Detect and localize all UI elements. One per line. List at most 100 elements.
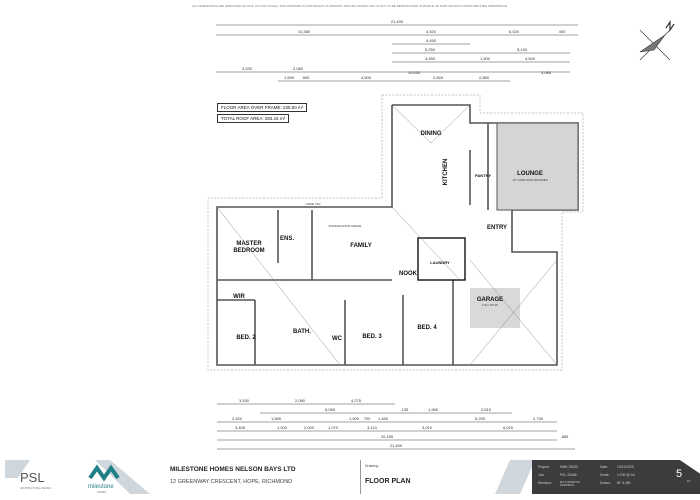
hose-tap-note: HOSE TAP	[306, 202, 321, 206]
project-value: MNB 25030	[560, 465, 578, 469]
dim: 2,880	[479, 75, 490, 80]
north-arrow-icon	[639, 20, 675, 61]
dim: 800	[303, 75, 310, 80]
milestone-logo-sub: HOMES	[97, 491, 107, 494]
floor-area: FLOOR AREA OVER FRAME: 235.50 m²	[217, 103, 308, 112]
date-label: Date:	[600, 465, 609, 469]
roof-area: TOTAL ROOF AREA: 283.15 m²	[217, 114, 290, 123]
job-label: Job:	[538, 473, 545, 477]
psl-logo-sub: ARCHITECTURAL DESIGN	[20, 487, 51, 490]
dim: 1,965	[428, 407, 439, 412]
dim: 135	[402, 407, 409, 412]
lounge-note: 10° GOSLOOR TRUSSES	[512, 178, 548, 182]
dim: 885	[562, 434, 569, 439]
dim: 2,845	[433, 75, 444, 80]
room-bed-4: BED. 4	[417, 325, 437, 331]
bottom-dimension-labels: 3,530 2,080 4,275 6,055 135 1,965 2,610 …	[232, 398, 569, 448]
dim: 5,250	[425, 47, 436, 52]
top-dimensions	[216, 24, 578, 82]
dim: 4,450	[426, 38, 437, 43]
garage-note: 6.6m STUD	[482, 303, 499, 307]
dim: 4,600	[361, 75, 372, 80]
scale-label: Scale:	[600, 473, 610, 477]
room-dining: DINING	[421, 131, 442, 137]
dim: 3,530	[242, 66, 253, 71]
laundry-outline	[417, 237, 466, 281]
dim: 4,540	[525, 56, 536, 61]
dim: 700	[364, 416, 371, 421]
dim: 3,010	[422, 425, 433, 430]
drawn-value: BF & MB	[617, 481, 631, 485]
dim: 1,450	[378, 416, 389, 421]
room-bed-3: BED. 3	[362, 334, 382, 340]
dim: 4,275	[351, 398, 362, 403]
title-block-graphics: PSL ARCHITECTURAL DESIGN milestone HOMES	[5, 460, 535, 494]
dim: 1,590	[284, 75, 295, 80]
dim: 6,020	[503, 425, 514, 430]
dim: 1,000	[349, 416, 360, 421]
room-wir: WIR	[233, 294, 245, 300]
room-family: FAMILY	[350, 243, 371, 249]
project-info-panel	[532, 460, 700, 494]
site-address: 12 GREENWAY CRESCENT, HOPE, RICHMOND	[170, 479, 293, 485]
area-summary: FLOOR AREA OVER FRAME: 235.50 m² TOTAL R…	[217, 103, 308, 125]
dim: 2,000	[304, 425, 315, 430]
dim: 400	[559, 29, 566, 34]
room-entry: ENTRY	[487, 225, 507, 231]
room-nook: NOOK	[399, 271, 418, 277]
sheet-total: 10	[687, 479, 691, 483]
room-bath: BATH.	[293, 329, 311, 335]
dim: 2,420	[232, 416, 243, 421]
date-value: 10/11/2025	[617, 465, 634, 469]
room-master-2: BEDROOM	[233, 248, 264, 254]
sheet-number: 5	[676, 468, 683, 480]
client-name: MILESTONE HOMES NELSON BAYS LTD	[170, 466, 296, 473]
dim: 1,500	[480, 56, 491, 61]
room-lounge: LOUNGE	[517, 171, 543, 177]
drawing-label: Drawing:	[365, 464, 379, 468]
dim-overall-bottom: 21,400	[390, 443, 403, 448]
room-bed-2: BED. 2	[236, 335, 256, 341]
roof-hip-lines	[216, 104, 558, 366]
top-dimension-labels: 21,400 10,380 4,520 6,020 400 4,450 5,25…	[242, 19, 566, 80]
lounge-area	[496, 122, 579, 211]
dim: 10,380	[298, 29, 311, 34]
floor-plan-drawing: 21,400 10,380 4,520 6,020 400 4,450 5,25…	[207, 19, 675, 450]
dim: 5,290	[475, 416, 486, 421]
dim: 10,655	[408, 70, 421, 75]
dim: 1,585	[271, 416, 282, 421]
dim: 2,080	[295, 398, 306, 403]
dim: 5,130	[517, 47, 528, 52]
dim-overall-top: 21,400	[391, 19, 404, 24]
dim: 2,730	[533, 416, 544, 421]
dim: 2,610	[481, 407, 492, 412]
revision-label: Revision:	[538, 481, 552, 485]
copyright-note: ALL DIMENSIONS ARE SPECIFIED ON SITE. DO…	[192, 4, 508, 8]
project-label: Project:	[538, 465, 550, 469]
dim: 2,080	[293, 66, 304, 71]
title-block: PSL ARCHITECTURAL DESIGN milestone HOMES…	[0, 458, 700, 500]
room-pantry: PANTRY	[475, 173, 491, 178]
drawn-label: Drawn:	[600, 481, 611, 485]
milestone-logo-icon	[88, 464, 120, 482]
garage-slab-area	[470, 288, 520, 328]
dim: 6,055	[325, 407, 336, 412]
milestone-logo-text: milestone	[88, 484, 114, 490]
dim: 3,110	[367, 425, 377, 430]
psl-logo: PSL	[20, 470, 45, 485]
dim: 3,405	[235, 425, 246, 430]
room-master: MASTER	[236, 241, 262, 247]
dim: 1,000	[277, 425, 288, 430]
room-garage: GARAGE	[477, 297, 503, 303]
job-value: PSL 25466	[560, 473, 577, 477]
dim: 4,520	[426, 29, 437, 34]
room-ensuite: ENS.	[280, 236, 294, 242]
dim: 4,450	[425, 56, 436, 61]
revision-value: MO-8 WORKING DRAWINGS	[560, 481, 580, 487]
drawing-title: FLOOR PLAN	[365, 478, 411, 485]
dim: 6,020	[509, 29, 520, 34]
room-wc: WC	[332, 336, 343, 342]
dim: 3,530	[239, 398, 250, 403]
divider	[360, 460, 361, 494]
